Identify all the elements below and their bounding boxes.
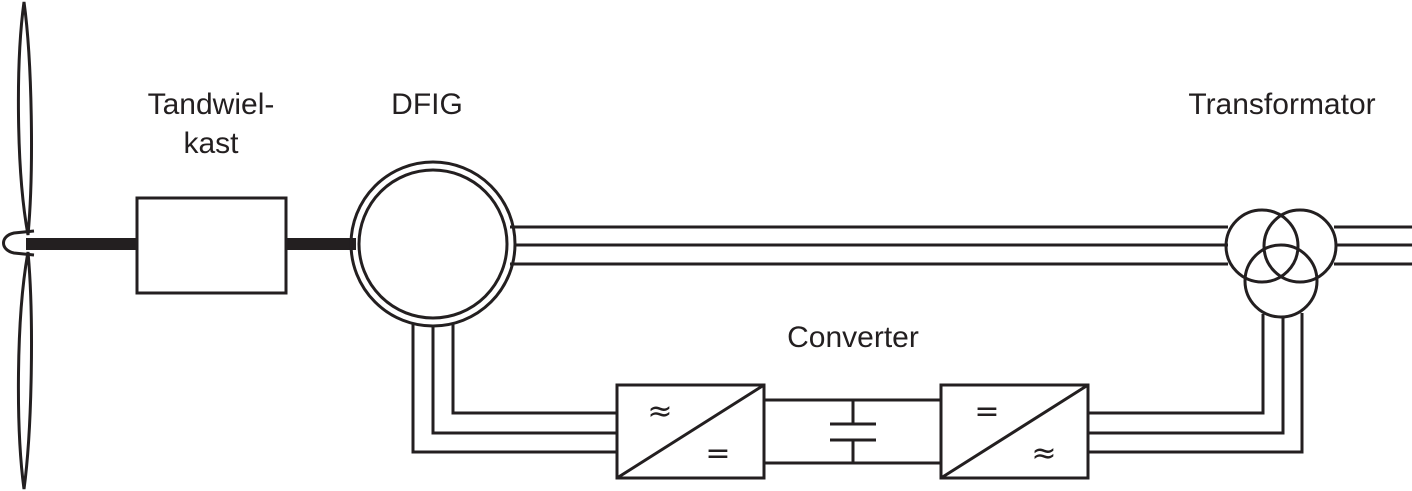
rotor-hub xyxy=(2,229,35,257)
converter-label: Converter xyxy=(787,321,919,354)
lower-blade xyxy=(16,251,33,490)
gearbox-label-line1: Tandwiel- xyxy=(148,88,275,121)
rectifier-block xyxy=(615,383,766,480)
stator-bus xyxy=(510,225,1228,266)
transformer-symbol xyxy=(1224,208,1338,319)
generator-shaft xyxy=(286,238,356,250)
rotor-circuit-lines xyxy=(411,324,617,454)
rotor-blades xyxy=(2,1,35,490)
inverter-ac-symbol: ≈ xyxy=(1031,436,1056,471)
dc-link-capacitor xyxy=(830,422,876,442)
grid-side-converter-lines xyxy=(1088,313,1304,454)
rectifier-dc-symbol: = xyxy=(705,436,730,471)
rectifier-ac-symbol: ≈ xyxy=(647,394,672,429)
generator-label: DFIG xyxy=(391,88,463,121)
inverter-block xyxy=(939,383,1090,480)
dc-link xyxy=(764,398,941,465)
transformer-label: Transformator xyxy=(1188,88,1375,121)
upper-blade xyxy=(16,1,33,236)
grid-bus xyxy=(1334,225,1412,266)
rotor-shaft xyxy=(26,238,137,250)
gearbox-label-line2: kast xyxy=(183,127,239,160)
inverter-dc-symbol: = xyxy=(974,394,999,429)
dfig-generator xyxy=(349,160,517,328)
gearbox-box xyxy=(135,196,288,295)
